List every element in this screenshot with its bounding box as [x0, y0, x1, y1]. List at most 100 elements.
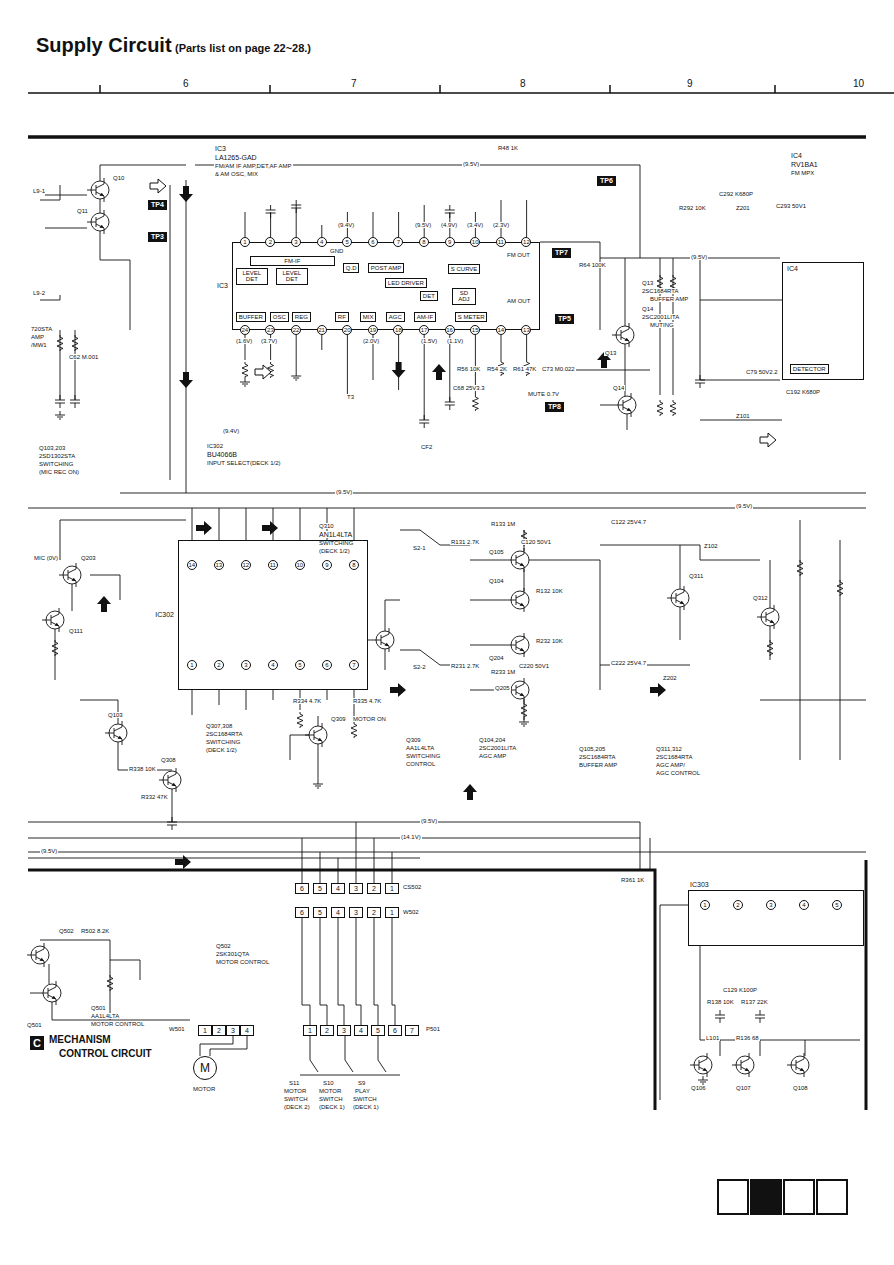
- component-label: (DECK 1): [352, 1104, 380, 1110]
- component-label: & AM OSC, MIX: [214, 171, 259, 177]
- component-label: S2-1: [412, 545, 427, 551]
- node-text: 16: [446, 327, 453, 333]
- node-text: BUFFER: [239, 314, 263, 321]
- component-label: R332 47K: [140, 794, 169, 800]
- node-text: 5: [298, 662, 301, 668]
- motor-symbol: M: [193, 1056, 217, 1080]
- component-label: IC4: [790, 152, 803, 159]
- node-text: 13: [523, 327, 530, 333]
- page-marker: [817, 1180, 847, 1214]
- function-block: MIX: [360, 312, 377, 323]
- component-label: Q501: [90, 1005, 107, 1011]
- connector-pin: 2: [367, 883, 381, 894]
- component-label: R335 4.7K: [352, 698, 382, 704]
- signal-arrow: [390, 683, 406, 697]
- node-text: 5: [376, 1027, 380, 1034]
- component-label: (2.3V): [492, 222, 510, 228]
- node-text: 3: [294, 239, 297, 245]
- pin-number: 19: [368, 325, 378, 335]
- node-text: 22: [293, 327, 300, 333]
- transistor-symbol: [39, 981, 61, 1005]
- signal-arrow: [463, 784, 477, 800]
- page-marker: [718, 1180, 748, 1214]
- capacitor-symbol: [70, 395, 80, 408]
- pin-number: 24: [240, 325, 250, 335]
- component-label: MOTOR CONTROL: [90, 1021, 145, 1027]
- component-label: Q310: [318, 523, 335, 529]
- pin-number: 16: [445, 325, 455, 335]
- node-text: 9: [325, 562, 328, 568]
- component-label: C222 25V4.7: [610, 660, 647, 666]
- pin-number: 12: [241, 560, 251, 570]
- component-label: GND: [329, 248, 344, 254]
- pin-number: 12: [521, 237, 531, 247]
- component-label: Q13: [604, 350, 617, 356]
- component-label: R231 2.7K: [450, 663, 480, 669]
- component-label: (9.5V): [40, 848, 58, 854]
- component-label: LA1265-GAD: [214, 154, 258, 161]
- component-label: AA1L4LTA: [90, 1013, 120, 1019]
- page-title: Supply Circuit: [36, 34, 172, 57]
- component-label: FM MPX: [790, 170, 815, 176]
- node-text: 6: [393, 1027, 397, 1034]
- ground-symbol: [313, 780, 323, 788]
- connector-pin: 4: [331, 907, 345, 918]
- node-text: 6: [300, 885, 304, 892]
- connector-pin: 2: [212, 1025, 226, 1036]
- component-label: W501: [168, 1026, 186, 1032]
- component-label: R54 2K: [486, 366, 508, 372]
- component-label: C73 M0.022: [541, 366, 576, 372]
- component-label: AMP: [30, 334, 45, 340]
- function-block: S METER: [455, 312, 488, 323]
- node-text: 19: [369, 327, 376, 333]
- node-text: LEVEL DET: [239, 270, 265, 283]
- wire-connector: [374, 918, 378, 1025]
- transistor-symbol: [612, 323, 634, 347]
- component-label: SWITCHING: [38, 461, 74, 467]
- wire-connector: [302, 918, 310, 1025]
- component-label: S11: [288, 1080, 300, 1086]
- node-text: AM-IF: [417, 314, 433, 321]
- component-label: Q205: [494, 685, 511, 691]
- capacitor-symbol: [755, 1010, 765, 1023]
- component-label: R137 22K: [740, 999, 769, 1005]
- pin-number: 7: [349, 660, 359, 670]
- component-label: Q107: [735, 1085, 752, 1091]
- component-label: C129 K100P: [722, 987, 758, 993]
- resistor-symbol: [52, 640, 58, 656]
- node-text: 5: [318, 885, 322, 892]
- node-text: 23: [267, 327, 274, 333]
- pin-number: 4: [268, 660, 278, 670]
- transistor-symbol: [305, 723, 327, 747]
- transistor-symbol: [507, 588, 529, 612]
- grid-ruler: [28, 85, 894, 93]
- ic-outline: IC30312345: [688, 890, 864, 946]
- node-text: IC302: [154, 611, 175, 619]
- component-label: RV1BA1: [790, 161, 819, 168]
- transistor-symbol: [372, 628, 394, 652]
- node-text: 20: [344, 327, 351, 333]
- capacitor-symbol: [419, 415, 429, 428]
- node-text: 7: [397, 239, 400, 245]
- connector-pin: 1: [303, 1025, 317, 1036]
- component-label: R131 2.7K: [450, 539, 480, 545]
- transistor-symbol: [87, 210, 109, 234]
- component-label: CF2: [420, 444, 433, 450]
- component-label: (9.5V): [414, 222, 432, 228]
- component-label: C68 25V3.3: [452, 385, 486, 391]
- hollow-arrow: [255, 365, 271, 379]
- test-point: TP6: [597, 176, 616, 186]
- node-text: POST AMP: [371, 265, 402, 272]
- component-label: Q309: [405, 737, 422, 743]
- node-text: MIX: [363, 314, 374, 321]
- component-label: AM OUT: [506, 298, 531, 304]
- component-label: S2-2: [412, 664, 427, 670]
- pin-number: 5: [342, 237, 352, 247]
- component-label: Q14: [641, 306, 654, 312]
- component-label: R361 1K: [620, 877, 645, 883]
- resistor-symbol: [57, 335, 63, 351]
- node-text: 2: [269, 239, 272, 245]
- connector-pin: 5: [313, 883, 327, 894]
- resistor-symbol: [521, 702, 527, 718]
